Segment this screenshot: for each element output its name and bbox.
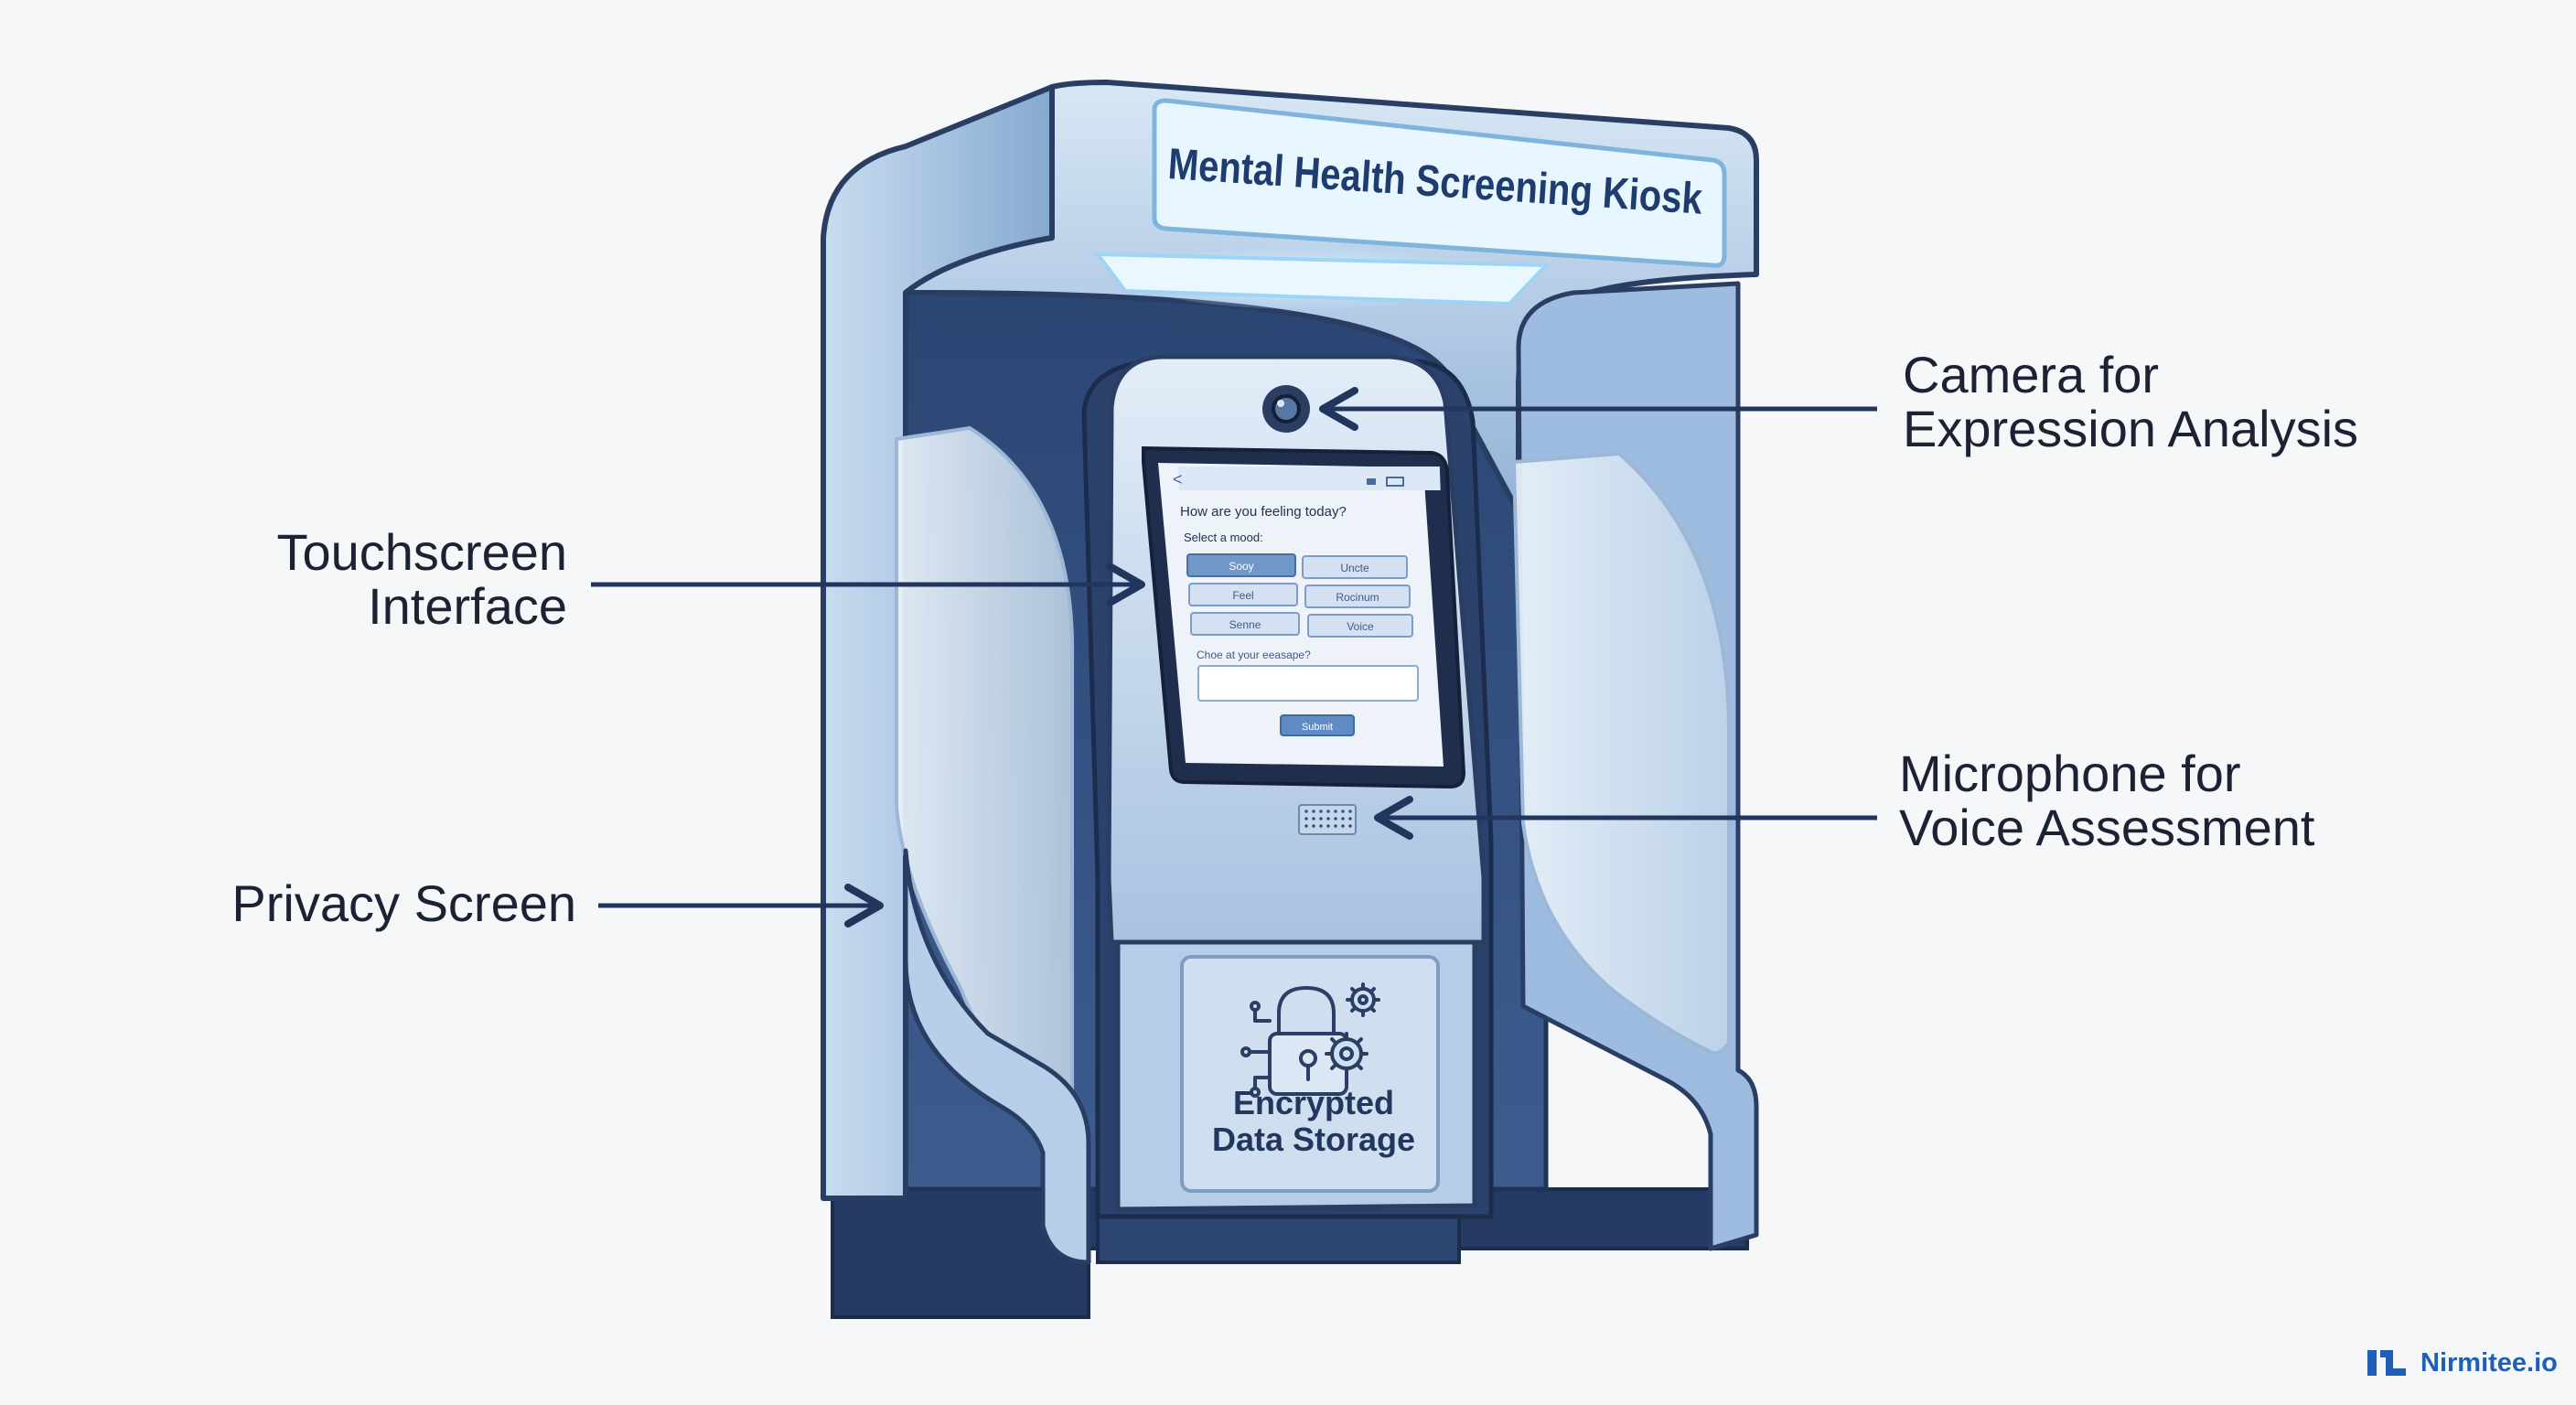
screen-submit-label: Submit	[1302, 722, 1333, 733]
mood-option-button[interactable]	[1188, 583, 1298, 606]
brand-mark-icon	[2367, 1350, 2406, 1376]
mood-option-label: Sooy	[1229, 560, 1253, 573]
mood-option-label: Rocinum	[1336, 591, 1379, 604]
camera-lens	[1272, 394, 1301, 424]
callout-microphone-line2: Voice Assessment	[1899, 799, 2315, 857]
signal-icon	[1367, 478, 1376, 485]
brand-logo: Nirmitee.io	[2366, 1345, 2558, 1381]
screen-back-glyph: <	[1173, 470, 1183, 488]
storage-label-line2: Data Storage	[1212, 1121, 1415, 1158]
callout-microphone-line1: Microphone for	[1899, 745, 2241, 802]
microphone-grille	[1298, 804, 1357, 835]
callout-microphone: Microphone for Voice Assessment	[1899, 746, 2314, 855]
sign-plate	[1152, 98, 1727, 268]
mood-option-label: Feel	[1232, 589, 1253, 602]
callout-touchscreen: Touchscreen Interface	[201, 525, 567, 634]
callout-privacy-screen: Privacy Screen	[137, 874, 576, 932]
mood-option-button[interactable]	[1190, 612, 1300, 636]
brand-name: Nirmitee.io	[2420, 1347, 2558, 1378]
screen-text-prompt: Choe at your eeasape?	[1197, 649, 1311, 661]
kiosk-left-fin	[903, 848, 1091, 1265]
storage-label-line1: Encrypted	[1233, 1084, 1394, 1121]
mood-option-button[interactable]	[1304, 585, 1411, 608]
callout-camera-line2: Expression Analysis	[1903, 400, 2359, 458]
camera-glint	[1277, 400, 1284, 407]
callout-camera: Camera for Expression Analysis	[1903, 348, 2358, 456]
screen-question: How are you feeling today?	[1180, 504, 1347, 520]
screen-submit-button[interactable]	[1280, 714, 1355, 736]
callout-camera-line1: Camera for	[1903, 346, 2160, 403]
mood-option-label: Senne	[1229, 618, 1261, 631]
mood-option-grid: Sooy Uncte Feel Rocinum Senne Voice	[1186, 553, 1413, 638]
callout-touchscreen-line2: Interface	[368, 577, 567, 636]
mood-option-label: Voice	[1347, 620, 1374, 633]
privacy-screen-right	[1511, 451, 1731, 1056]
overhead-light	[1093, 252, 1551, 306]
screen-text-input[interactable]	[1197, 665, 1419, 702]
mood-option-button[interactable]	[1302, 555, 1408, 579]
mood-option-label: Uncte	[1340, 562, 1369, 574]
lock-gear-icon	[1240, 982, 1380, 1098]
battery-icon	[1386, 477, 1404, 487]
mood-option-button[interactable]	[1307, 614, 1413, 638]
mood-option-button[interactable]	[1186, 553, 1296, 577]
callout-privacy-screen-line1: Privacy Screen	[231, 874, 576, 932]
screen-mood-prompt: Select a mood:	[1184, 531, 1263, 544]
callout-touchscreen-line1: Touchscreen	[276, 523, 567, 581]
